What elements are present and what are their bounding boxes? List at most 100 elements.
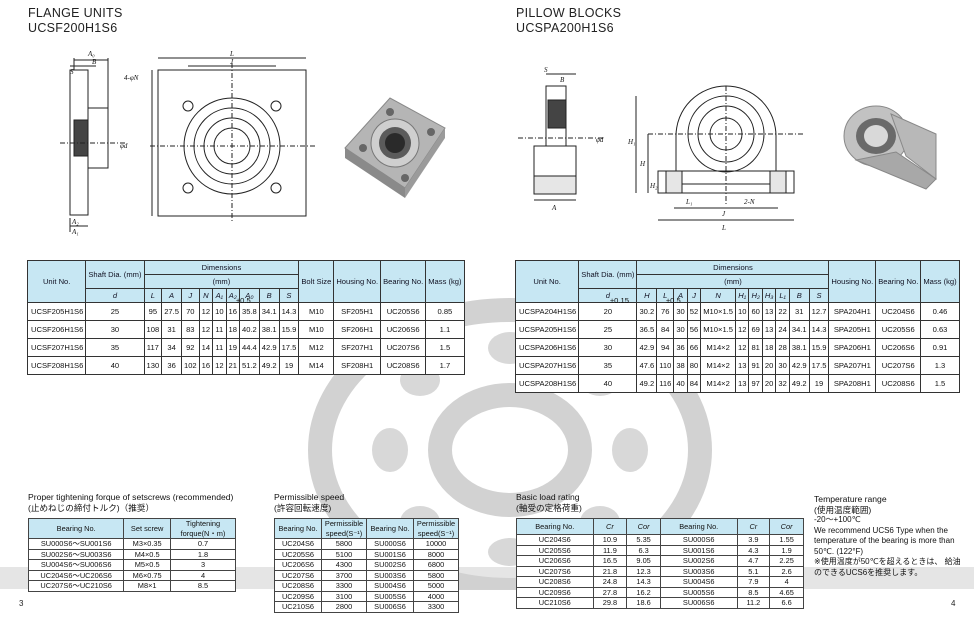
col-dimensions: Dimensions <box>143 260 300 275</box>
label-a1: A₁ <box>71 228 79 236</box>
flange-spec-table: Unit No. Shaft Dia. (mm) Dimensions Bolt… <box>26 260 465 375</box>
col-N: N <box>198 288 214 303</box>
col-A1: A₁ <box>212 288 227 303</box>
temperature-range: -20～+100℃ <box>814 515 861 524</box>
col-bearing-no: Bearing No. <box>875 260 922 303</box>
col-H2: H₂ <box>748 288 763 303</box>
label-4n: 4-φN <box>124 74 139 82</box>
label-l: L <box>229 50 234 58</box>
label-j: J <box>722 210 726 218</box>
col-H: H <box>636 288 658 303</box>
col-shaft-dia: Shaft Dia. (mm) <box>85 260 145 289</box>
label-h2: H₂ <box>649 182 658 190</box>
speed-table: Bearing No. Permissible speed(S⁻¹) Beari… <box>274 518 459 613</box>
pillow-spec-table: Unit No. Shaft Dia. (mm) Dimensions Hous… <box>514 260 960 393</box>
col-A2: A₂ <box>225 288 241 303</box>
torque-title: Proper tightening forque of setscrews (r… <box>28 492 234 513</box>
speed-title: Permissible speed (許容回転速度) <box>274 492 345 513</box>
pillow-technical-drawing: S B A H₁ H H₂ L₁ J 2-N L φd <box>518 66 803 232</box>
dims-unit: (mm) <box>636 274 830 289</box>
col-unit-no: Unit No. <box>26 260 87 303</box>
col-d: d <box>85 288 145 303</box>
col-S: S <box>278 288 300 303</box>
pillow-tolerance-j: ±0.5 <box>666 296 681 305</box>
temperature-note-en: We recommend UCS6 Type when the temperat… <box>814 525 955 556</box>
dims-unit: (mm) <box>143 274 300 289</box>
temperature-note: Temperature range (使用温度範囲) -20～+100℃ We … <box>814 494 964 578</box>
col-H3: H₃ <box>761 288 777 303</box>
flange-section-title: FLANGE UNITS UCSF200H1S6 <box>28 6 123 35</box>
label-a2: A₂ <box>71 218 79 226</box>
col-housing-no: Housing No. <box>828 260 877 303</box>
temperature-title: Temperature range <box>814 494 887 504</box>
col-B: B <box>788 288 810 303</box>
label-l: L <box>721 224 726 232</box>
load-title: Basic load rating (軸受の定格荷重) <box>516 492 582 513</box>
label-s: S <box>544 66 548 74</box>
label-d: φd <box>596 136 604 144</box>
label-j: J <box>230 58 234 66</box>
label-2n: 2-N <box>744 198 755 206</box>
label-b: B <box>560 76 565 84</box>
flange-unit-photo <box>344 97 446 198</box>
col-mass: Mass (kg) <box>920 260 960 303</box>
page-number-left: 3 <box>19 599 24 608</box>
flange-tolerance-note: ±0.5 <box>236 296 251 305</box>
temperature-title-jp: (使用温度範囲) <box>814 504 872 515</box>
col-J: J <box>180 288 200 303</box>
page-number-right: 4 <box>951 599 956 608</box>
col-bearing-no: Bearing No. <box>380 260 427 303</box>
label-d: φd <box>120 142 128 150</box>
col-H1: H₁ <box>734 288 750 303</box>
label-h1: H₁ <box>627 138 636 146</box>
col-housing-no: Housing No. <box>333 260 382 303</box>
col-A0: A₀ <box>239 288 260 303</box>
col-dimensions: Dimensions <box>636 260 830 275</box>
label-l1: L₁ <box>685 198 692 206</box>
label-a: A <box>551 204 557 212</box>
col-bolt-size: Bolt Size <box>298 260 335 303</box>
col-N: N <box>700 288 736 303</box>
col-shaft-dia: Shaft Dia. (mm) <box>578 260 638 289</box>
label-b: B <box>92 58 97 66</box>
label-a0: A₀ <box>87 50 95 58</box>
load-table: Bearing No. Cr Cor Bearing No. Cr Cor UC… <box>516 518 804 609</box>
col-L1: L₁ <box>775 288 790 303</box>
torque-table: Bearing No. Set screw Tightening forque(… <box>27 518 236 592</box>
label-h: H <box>639 160 646 168</box>
flange-technical-drawing: A₀ S B A₂ A₁ 4-φN L J φd <box>60 50 315 236</box>
col-J: J <box>686 288 702 303</box>
col-mass: Mass (kg) <box>425 260 465 303</box>
col-S: S <box>808 288 830 303</box>
col-B: B <box>258 288 280 303</box>
col-A: A <box>161 288 182 303</box>
pillow-tolerance-h: ±0.15 <box>610 296 629 305</box>
col-unit-no: Unit No. <box>514 260 580 303</box>
pillow-section-title: PILLOW BLOCKS UCSPA200H1S6 <box>516 6 622 35</box>
